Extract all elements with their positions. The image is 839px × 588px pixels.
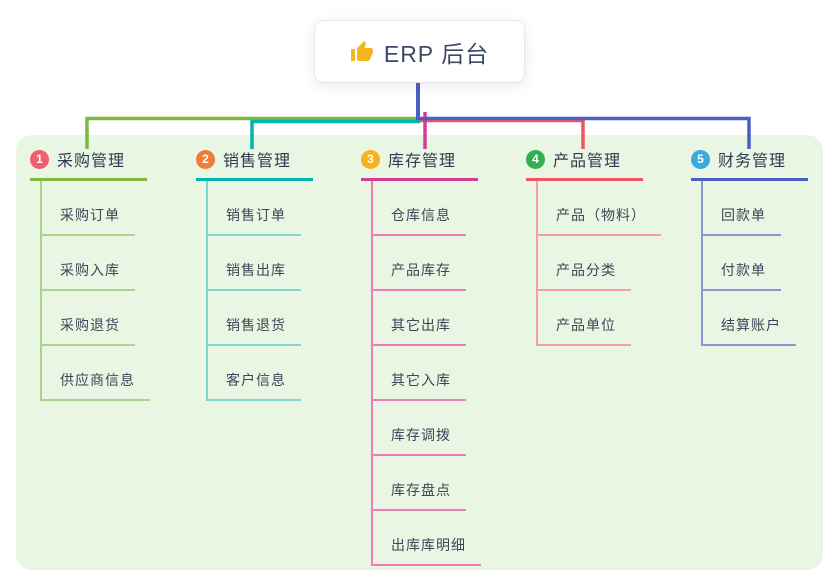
branch-index-badge: 4	[526, 149, 545, 169]
child-node-label: 出库库明细	[373, 535, 481, 566]
child-node[interactable]: 回款单	[703, 181, 808, 236]
child-node[interactable]: 销售退货	[208, 291, 313, 346]
child-node[interactable]: 出库库明细	[373, 511, 481, 566]
branch-title-purchase[interactable]: 1 采购管理	[30, 147, 147, 181]
branch-title-finance[interactable]: 5 财务管理	[691, 147, 808, 181]
child-node[interactable]: 销售订单	[208, 181, 313, 236]
child-node-label: 采购退货	[42, 315, 135, 346]
child-node-label: 销售退货	[208, 315, 301, 346]
child-node-label: 库存调拨	[373, 425, 466, 456]
child-node[interactable]: 其它入库	[373, 346, 478, 401]
child-node[interactable]: 采购订单	[42, 181, 147, 236]
branch-title-inventory[interactable]: 3 库存管理	[361, 147, 478, 181]
branch-purchase: 1 采购管理 采购订单采购入库采购退货供应商信息	[30, 147, 150, 401]
branch-index-badge: 2	[196, 149, 215, 169]
child-node[interactable]: 库存盘点	[373, 456, 478, 511]
child-node[interactable]: 结算账户	[703, 291, 808, 346]
branch-label: 产品管理	[553, 153, 622, 170]
child-node-label: 销售出库	[208, 260, 301, 291]
child-node[interactable]: 付款单	[703, 236, 808, 291]
branch-sales: 2 销售管理 销售订单销售出库销售退货客户信息	[196, 147, 313, 401]
child-node-label: 供应商信息	[42, 370, 150, 401]
branch-label: 采购管理	[57, 153, 126, 170]
branch-finance: 5 财务管理 回款单付款单结算账户	[691, 147, 808, 346]
child-node[interactable]: 客户信息	[208, 346, 313, 401]
branch-label: 销售管理	[223, 153, 292, 170]
child-node[interactable]: 产品（物料）	[538, 181, 661, 236]
child-node[interactable]: 仓库信息	[373, 181, 478, 236]
child-node[interactable]: 其它出库	[373, 291, 478, 346]
child-node-label: 结算账户	[703, 315, 796, 346]
child-node[interactable]: 销售出库	[208, 236, 313, 291]
branch-children-inventory: 仓库信息产品库存其它出库其它入库库存调拨库存盘点出库库明细	[371, 181, 481, 566]
child-node-label: 其它入库	[373, 370, 466, 401]
branch-index-badge: 5	[691, 149, 710, 169]
branch-index-badge: 1	[30, 149, 49, 169]
child-node-label: 付款单	[703, 260, 781, 291]
child-node[interactable]: 产品单位	[538, 291, 643, 346]
child-node[interactable]: 产品分类	[538, 236, 643, 291]
child-node[interactable]: 采购入库	[42, 236, 147, 291]
branch-label: 库存管理	[388, 153, 457, 170]
child-node-label: 其它出库	[373, 315, 466, 346]
root-node-label: ERP 后台	[383, 40, 490, 67]
branch-label: 财务管理	[718, 153, 787, 170]
branch-children-sales: 销售订单销售出库销售退货客户信息	[206, 181, 313, 401]
branch-children-purchase: 采购订单采购入库采购退货供应商信息	[40, 181, 150, 401]
child-node-label: 产品（物料）	[538, 205, 661, 236]
child-node-label: 采购入库	[42, 260, 135, 291]
child-node-label: 产品分类	[538, 260, 631, 291]
branch-title-sales[interactable]: 2 销售管理	[196, 147, 313, 181]
child-node-label: 产品库存	[373, 260, 466, 291]
branches-background-panel	[16, 135, 823, 570]
child-node[interactable]: 供应商信息	[42, 346, 150, 401]
child-node-label: 回款单	[703, 205, 781, 236]
child-node-label: 客户信息	[208, 370, 301, 401]
child-node[interactable]: 库存调拨	[373, 401, 478, 456]
branch-index-badge: 3	[361, 149, 380, 169]
child-node[interactable]: 产品库存	[373, 236, 478, 291]
root-node[interactable]: ERP 后台	[315, 21, 524, 82]
child-node-label: 库存盘点	[373, 480, 466, 511]
branch-product: 4 产品管理 产品（物料） 产品分类产品单位	[526, 147, 661, 346]
branch-title-product[interactable]: 4 产品管理	[526, 147, 643, 181]
branch-children-product: 产品（物料） 产品分类产品单位	[536, 181, 661, 346]
child-node-label: 仓库信息	[373, 205, 466, 236]
thumbs-up-icon	[350, 40, 373, 61]
child-node-label: 采购订单	[42, 205, 135, 236]
child-node-label: 销售订单	[208, 205, 301, 236]
branch-inventory: 3 库存管理 仓库信息产品库存其它出库其它入库库存调拨库存盘点出库库明细	[361, 147, 481, 566]
branch-children-finance: 回款单付款单结算账户	[701, 181, 808, 346]
child-node-label: 产品单位	[538, 315, 631, 346]
child-node[interactable]: 采购退货	[42, 291, 147, 346]
